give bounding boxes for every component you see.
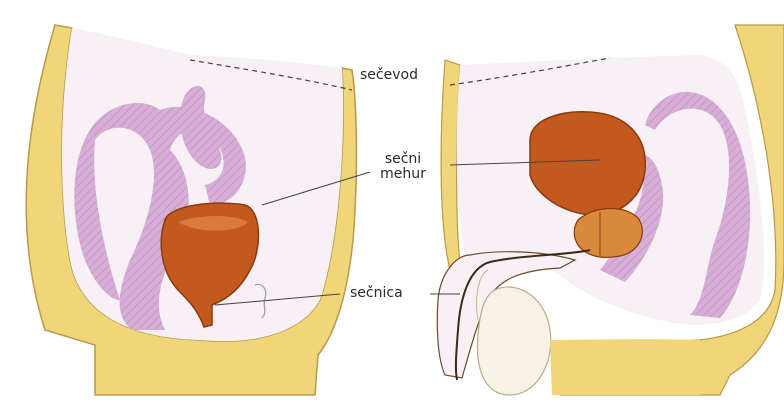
label-bladder-line1: sečni bbox=[368, 152, 438, 167]
label-urethra: sečnica bbox=[350, 286, 403, 301]
male-figure bbox=[437, 25, 784, 395]
male-prostate bbox=[574, 208, 642, 257]
label-bladder: sečni mehur bbox=[368, 152, 438, 182]
male-base bbox=[550, 339, 700, 395]
label-ureter: sečevod bbox=[360, 68, 418, 83]
male-testicle bbox=[477, 287, 550, 395]
label-bladder-line2: mehur bbox=[368, 167, 438, 182]
